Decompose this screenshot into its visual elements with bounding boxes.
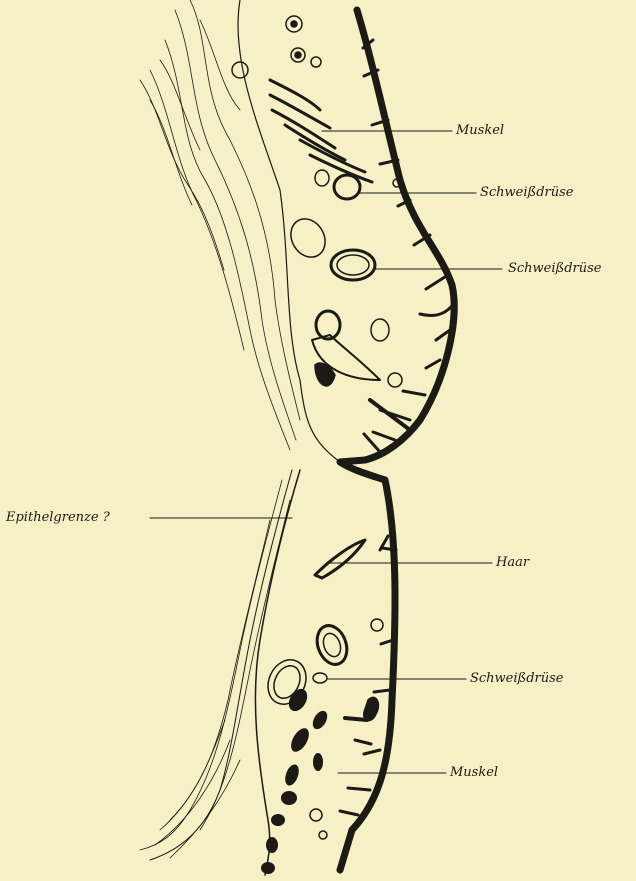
upper-lobe-inner-edge xyxy=(238,0,340,462)
label-muskel-bottom: Muskel xyxy=(450,765,498,781)
label-haar: Haar xyxy=(496,555,529,571)
upper-lobe-structures xyxy=(232,16,410,430)
label-schweissdruese-3: Schweißdrüse xyxy=(470,671,564,687)
lower-muscle-bundles xyxy=(261,686,330,874)
epithelial-ridges xyxy=(340,40,456,815)
epithelial-border-line xyxy=(150,470,292,860)
lower-lobe-structures xyxy=(261,536,388,839)
label-muskel-top: Muskel xyxy=(456,123,504,139)
label-epithelgrenze: Epithelgrenze ? xyxy=(6,510,110,526)
label-schweissdruese-2: Schweißdrüse xyxy=(508,261,602,277)
connective-tissue-fibers xyxy=(140,0,300,450)
label-schweissdruese-1: Schweißdrüse xyxy=(480,185,574,201)
